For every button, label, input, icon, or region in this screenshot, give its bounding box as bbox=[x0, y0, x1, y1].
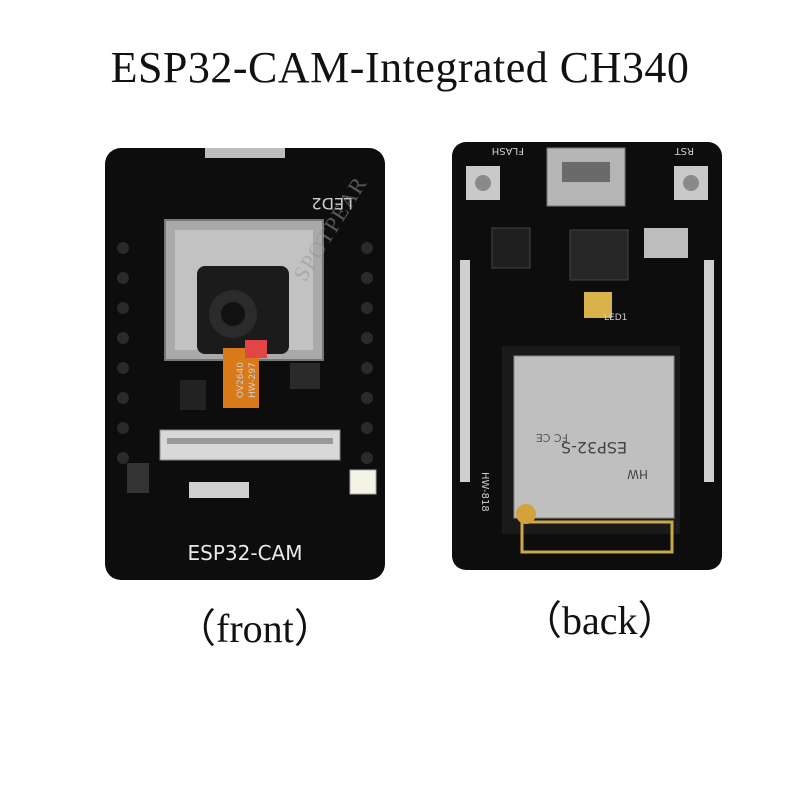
fcc-label: FC CE bbox=[536, 431, 568, 444]
front-board-image: LED2 OV2640 HW-297 ESP32-CAM bbox=[105, 148, 385, 580]
camera-label: OV2640 bbox=[236, 362, 246, 398]
page-title: ESP32-CAM-Integrated CH340 bbox=[110, 43, 690, 92]
back-led-label: LED1 bbox=[604, 313, 627, 323]
camera-code: HW-297 bbox=[248, 362, 258, 398]
front-caption: （front） bbox=[176, 606, 334, 651]
ch340-chip bbox=[569, 229, 629, 281]
module-name: ESP32-S bbox=[561, 438, 627, 457]
flash-label: FLASH bbox=[492, 145, 524, 156]
front-led-label: LED2 bbox=[311, 194, 353, 213]
back-left-pins bbox=[460, 260, 470, 482]
back-caption: （back） bbox=[522, 598, 678, 643]
front-right-pins bbox=[361, 242, 373, 464]
back-board-image: FLASH RST ESP32-S HW FC CE HW-818 LED1 bbox=[452, 142, 722, 570]
back-right-pins bbox=[704, 260, 714, 482]
capacitor-yellow bbox=[584, 292, 612, 318]
pcb-antenna bbox=[520, 520, 674, 554]
module-brand: HW bbox=[627, 467, 648, 481]
front-left-pins bbox=[117, 242, 129, 464]
flash-led bbox=[349, 469, 377, 495]
front-silkscreen: ESP32-CAM bbox=[188, 541, 303, 565]
esp32-module-shield bbox=[513, 355, 675, 519]
rst-label: RST bbox=[674, 145, 694, 156]
ipex-connector bbox=[516, 504, 536, 524]
fpc-connector bbox=[159, 429, 341, 461]
board-code: HW-818 bbox=[479, 472, 490, 512]
